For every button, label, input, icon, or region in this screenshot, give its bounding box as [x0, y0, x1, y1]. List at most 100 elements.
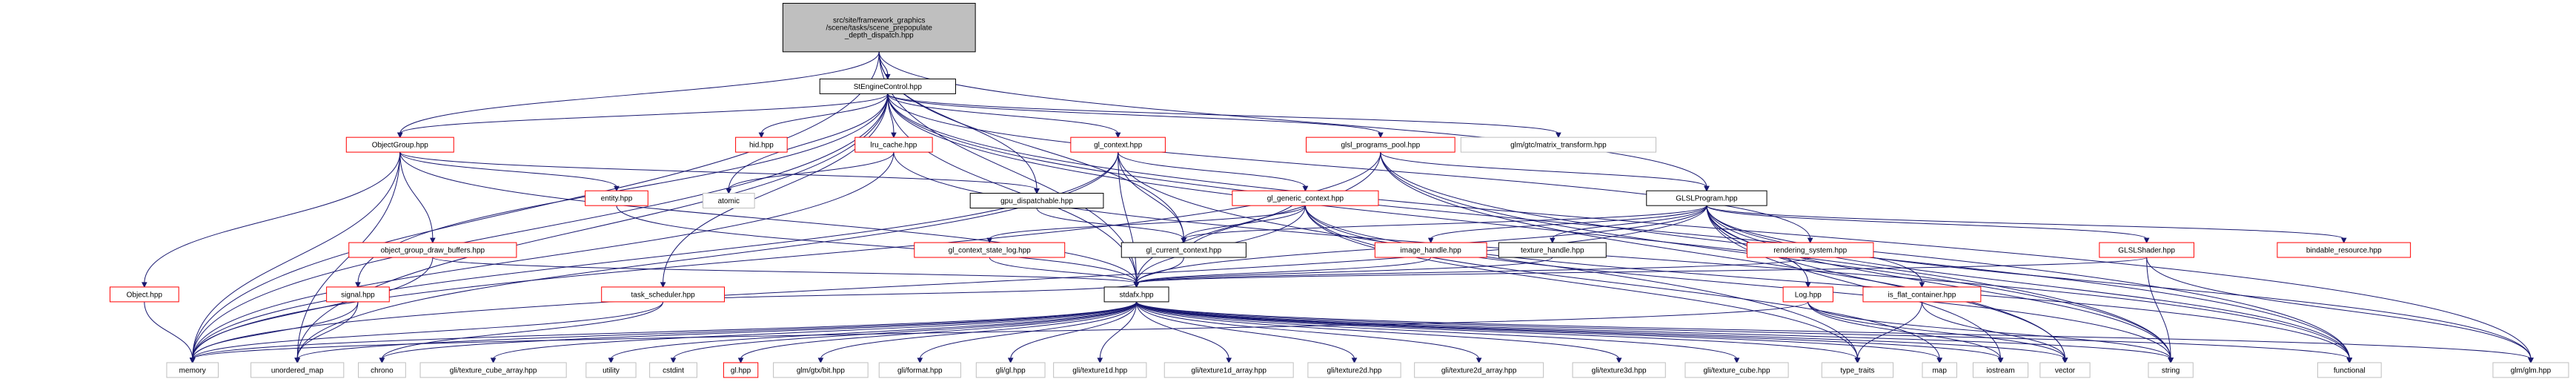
include-edge-objectgroup-to-entity: [399, 151, 617, 188]
include-edge-glstatelog-to-stdafx: [989, 257, 1138, 284]
node-box: [1307, 362, 1401, 378]
node-label: gli/texture1d_array.hpp: [1191, 366, 1267, 375]
include-edge-stdafx-to-gli3d: [1136, 301, 1620, 360]
include-edge-stdafx-to-glmbit: [820, 301, 1138, 360]
include-edge-glcontext-to-glcurrent: [1118, 152, 1184, 240]
node-glhpp[interactable]: gl.hpp: [723, 362, 759, 378]
edge-arrowhead: [1034, 188, 1040, 194]
node-gli2darray[interactable]: gli/texture2d_array.hpp: [1414, 362, 1544, 378]
include-edge-glslprogram-to-memory: [192, 205, 1707, 359]
node-box: [854, 136, 933, 153]
node-glmmat[interactable]: glm/gtc/matrix_transform.hpp: [1460, 136, 1657, 153]
node-utility[interactable]: utility: [585, 362, 637, 378]
node-stengine[interactable]: StEngineControl.hpp: [819, 78, 956, 94]
include-edge-glcontext-to-stdafx: [1118, 152, 1138, 283]
node-label: src/site/framework_graphics: [833, 17, 925, 25]
node-box: [1862, 286, 1982, 303]
include-edge-glslprogram-to-functional: [1706, 205, 2350, 359]
node-glicube[interactable]: gli/texture_cube.hpp: [1684, 362, 1789, 378]
node-tasksched[interactable]: task_scheduler.hpp: [601, 286, 726, 303]
node-glslprogram[interactable]: GLSLProgram.hpp: [1646, 190, 1767, 206]
node-glstatelog[interactable]: gl_context_state_log.hpp: [914, 242, 1066, 258]
node-stdafx[interactable]: stdafx.hpp: [1103, 286, 1169, 303]
node-glmbit[interactable]: glm/gtx/bit.hpp: [773, 362, 869, 378]
node-texturehandle[interactable]: texture_handle.hpp: [1498, 242, 1607, 258]
edge-arrowhead: [1351, 358, 1358, 364]
node-label: is_flat_container.hpp: [1888, 291, 1956, 299]
include-edge-log-to-vector: [1807, 301, 2065, 360]
node-box: [1121, 242, 1246, 258]
node-unordered_map[interactable]: unordered_map: [250, 362, 345, 378]
node-entity[interactable]: entity.hpp: [585, 190, 648, 206]
node-gpudisp[interactable]: gpu_dispatchable.hpp: [969, 193, 1104, 209]
node-box: [1572, 362, 1666, 378]
node-box: [358, 362, 406, 378]
node-gli2d[interactable]: gli/texture2d.hpp: [1307, 362, 1401, 378]
node-signal[interactable]: signal.hpp: [326, 286, 390, 303]
include-edge-root-to-stdafx: [878, 51, 1138, 283]
node-hid[interactable]: hid.hpp: [735, 136, 788, 153]
node-label: gli/texture3d.hpp: [1592, 366, 1647, 375]
node-label: gli/gl.hpp: [996, 366, 1026, 375]
node-gli1d[interactable]: gli/texture1d.hpp: [1053, 362, 1147, 378]
edge-arrowhead: [355, 282, 361, 289]
node-gli3d[interactable]: gli/texture3d.hpp: [1572, 362, 1666, 378]
node-typetraits[interactable]: type_traits: [1821, 362, 1894, 378]
include-edge-stdafx-to-utility: [610, 301, 1138, 360]
edge-arrowhead: [1936, 358, 1942, 364]
node-box: [585, 362, 637, 378]
edge-arrowhead: [917, 358, 923, 364]
edge-arrowhead: [817, 358, 824, 364]
node-isflat[interactable]: is_flat_container.hpp: [1862, 286, 1982, 303]
node-gli_cube_array[interactable]: gli/texture_cube_array.hpp: [419, 362, 567, 378]
node-chrono[interactable]: chrono: [358, 362, 406, 378]
include-edge-glslprogram-to-texturehandle: [1552, 205, 1707, 240]
include-edge-glgeneric-to-functional: [1304, 205, 2350, 359]
node-bindable[interactable]: bindable_resource.hpp: [2277, 242, 2411, 258]
node-glcontext[interactable]: gl_context.hpp: [1070, 136, 1166, 153]
node-objdraw[interactable]: object_group_draw_buffers.hpp: [348, 242, 517, 258]
node-atomic[interactable]: atomic: [703, 193, 755, 209]
include-edge-isflat-to-typetraits: [1856, 301, 1922, 359]
node-map[interactable]: map: [1922, 362, 1957, 378]
node-label: utility: [602, 366, 620, 375]
include-edge-stdafx-to-gligl: [1010, 301, 1138, 359]
node-imagehandle[interactable]: image_handle.hpp: [1374, 242, 1487, 258]
node-label: entity.hpp: [601, 195, 633, 203]
edge-arrowhead: [430, 237, 436, 244]
node-objectgroup[interactable]: ObjectGroup.hpp: [345, 136, 454, 153]
node-gli1darray[interactable]: gli/texture1d_array.hpp: [1163, 362, 1294, 378]
node-gliformat[interactable]: gli/format.hpp: [878, 362, 961, 378]
node-box: [1163, 362, 1294, 378]
node-glcurrent[interactable]: gl_current_context.hpp: [1121, 242, 1246, 258]
include-edge-objdraw-to-memory: [192, 257, 434, 359]
node-glgeneric[interactable]: gl_generic_context.hpp: [1232, 190, 1379, 206]
node-label: signal.hpp: [341, 291, 375, 299]
node-memory[interactable]: memory: [166, 362, 219, 378]
include-edge-gpudisp-to-glcurrent: [1036, 208, 1184, 240]
node-root[interactable]: src/site/framework_graphics/scene/tasks/…: [782, 2, 976, 53]
node-vector[interactable]: vector: [2039, 362, 2091, 378]
node-iostream[interactable]: iostream: [1972, 362, 2029, 378]
edge-arrowhead: [891, 132, 897, 139]
node-glslpool[interactable]: glsl_programs_pool.hpp: [1306, 136, 1455, 153]
node-gligl[interactable]: gli/gl.hpp: [975, 362, 1046, 378]
edge-arrowhead: [2528, 358, 2534, 364]
node-box: [703, 193, 755, 209]
node-glmglm[interactable]: glm/glm.hpp: [2492, 362, 2569, 378]
include-edge-glcontext-to-glgeneric: [1118, 151, 1306, 188]
node-log[interactable]: Log.hpp: [1782, 286, 1833, 303]
node-glslshader[interactable]: GLSLShader.hpp: [2099, 242, 2194, 258]
node-label: /scene/tasks/scene_prepopulate: [826, 24, 933, 33]
include-edge-log-to-string: [1807, 301, 2171, 360]
node-object[interactable]: Object.hpp: [109, 286, 179, 303]
node-cstdint[interactable]: cstdint: [649, 362, 697, 378]
edge-arrowhead: [1616, 358, 1622, 364]
node-label: unordered_map: [271, 366, 324, 375]
node-rendersys[interactable]: rendering_system.hpp: [1746, 242, 1874, 258]
node-lru[interactable]: lru_cache.hpp: [854, 136, 933, 153]
node-functional[interactable]: functional: [2317, 362, 2382, 378]
node-string[interactable]: string: [2148, 362, 2194, 378]
node-label: gl_context_state_log.hpp: [949, 247, 1032, 255]
edge-arrowhead: [758, 132, 765, 139]
